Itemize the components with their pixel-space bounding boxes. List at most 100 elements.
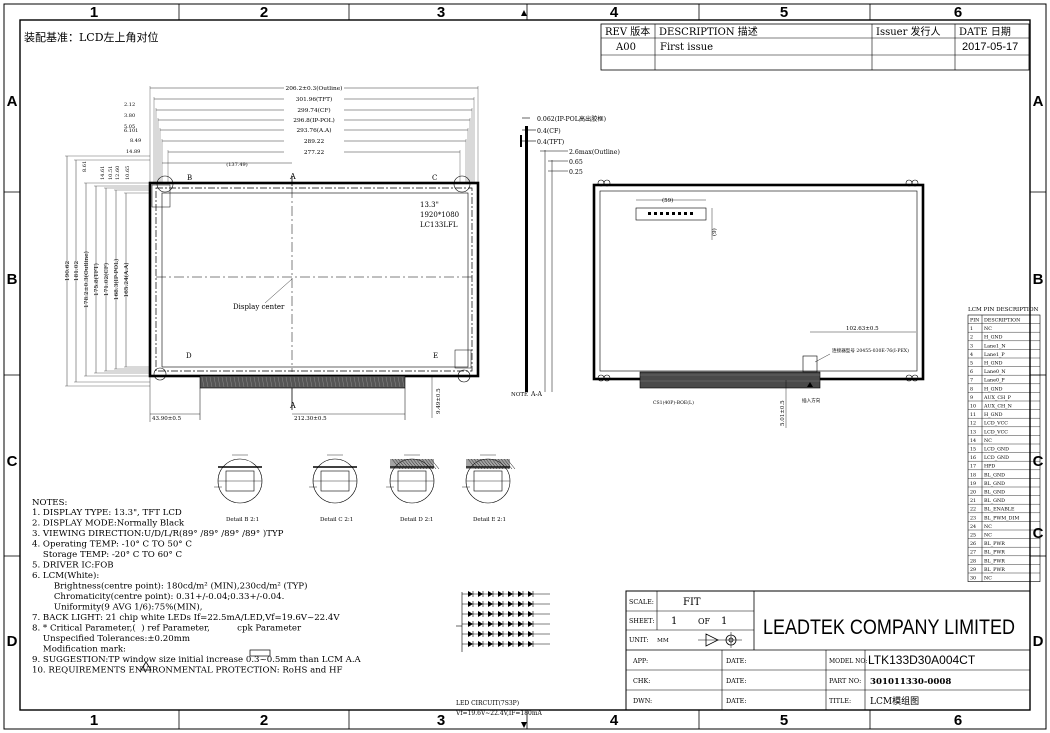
pin-number: 3: [970, 343, 973, 349]
front-width-dim: 299.74(CF): [297, 107, 330, 114]
note-line: Unspecified Tolerances:±0.20mm: [32, 634, 190, 644]
pin-description: BL_GND: [984, 498, 1005, 504]
pin-number: 18: [970, 472, 976, 478]
scale-value: FIT: [683, 597, 701, 608]
date-label: DATE:: [726, 697, 746, 705]
date-label: DATE:: [726, 677, 746, 685]
column-marker-bottom: 5: [780, 712, 788, 729]
led-circuit: LED CIRCUIT(7S3P) Vf=19.6V~22.4V,IF=180m…: [455, 591, 550, 717]
pin-number: 23: [970, 515, 976, 521]
column-marker-bottom: 4: [610, 712, 619, 729]
pin-number: 25: [970, 533, 976, 539]
fpc-label: CS1(40P)-BOE(L): [653, 399, 694, 406]
offset-dim: 14.89: [126, 149, 140, 155]
section-a-a-label: A-A: [530, 391, 543, 398]
rev-header: REV 版本: [605, 25, 650, 38]
projection-symbol: [698, 632, 742, 648]
side-dim: 2.6max(Outline): [569, 149, 620, 156]
pin-number: 12: [970, 421, 976, 427]
column-marker-top: 3: [437, 4, 445, 21]
column-marker-bottom: 6: [954, 712, 962, 729]
column-marker-bottom: 3: [437, 712, 445, 729]
connector-model-label: 连接器型号 20455-030E-76(I-PEX): [832, 347, 909, 354]
pin-description: HPD: [984, 464, 995, 470]
side-dim: 0.25: [569, 169, 583, 176]
row-marker-left: D: [7, 633, 18, 650]
detail-marker-c: C: [432, 174, 437, 182]
detail-marker-d: D: [186, 352, 192, 360]
pin-number: 9: [970, 395, 973, 401]
pin-description: AUX_CH_N: [983, 404, 1012, 410]
note-line: 9. SUGGESTION:TP window size initial inc…: [32, 655, 362, 665]
pin-description: BL_GND: [984, 472, 1005, 478]
pin-number: 19: [970, 481, 976, 487]
description-value: First issue: [660, 42, 713, 53]
pin-table-header: DESCRIPTION: [984, 318, 1020, 324]
pin-description: Lane0_P: [984, 378, 1005, 384]
pin-number: 14: [970, 438, 976, 444]
detail-marker-e: E: [433, 352, 438, 360]
title-label: TITLE:: [829, 697, 851, 705]
pin-number: 22: [970, 507, 976, 513]
pin-description: BL_PWM_DIM: [984, 515, 1019, 521]
scale-label: SCALE:: [629, 598, 654, 606]
detail-d-caption: Detail D 2:1: [400, 517, 433, 523]
title-value: LCM模组图: [870, 695, 919, 707]
pin-table-header: PIN: [970, 318, 979, 324]
note-line: 7. BACK LIGHT: 21 chip white LEDs If=22.…: [32, 613, 340, 623]
pin-description: NC: [984, 524, 992, 530]
led-circuit-spec: Vf=19.6V~22.4V,IF=180mA: [455, 710, 543, 717]
row-marker-right: C: [1033, 525, 1044, 542]
pin-description: Lane1_N: [984, 343, 1006, 349]
pin-description: H_GND: [984, 335, 1003, 341]
drawing-frame: 1 2 3 4 5 6 1 2 3 4 5 6 A B C D A B C D …: [3, 3, 1047, 730]
pin-description: BL_PWR: [984, 550, 1005, 556]
pin-number: 1: [970, 326, 973, 332]
note-line: 4. Operating TEMP: -10° C TO 50° C: [32, 540, 192, 550]
sheet-label: SHEET:: [629, 617, 654, 625]
date-label: DATE:: [726, 657, 746, 665]
pin-number: 15: [970, 447, 976, 453]
pin-description: BL_PWR: [984, 558, 1005, 564]
top-offset-dim: 10.51: [108, 166, 114, 180]
row-marker-right: B: [1033, 271, 1044, 288]
assembly-reference-note: 装配基准：LCD左上角对位: [24, 30, 159, 44]
pin-description: NC: [984, 326, 992, 332]
back-dim-side: (9): [711, 228, 718, 236]
row-marker-left: A: [7, 93, 18, 110]
pin-number: 28: [970, 558, 976, 564]
section-marker-a-bottom: A: [289, 401, 296, 410]
back-view: (59) (9) 102.63±0.5 连接器型号 20455-030E-76(…: [592, 179, 925, 428]
detail-e-caption: Detail E 2:1: [473, 517, 506, 523]
bottom-dim-center: 212.30±0.5: [294, 416, 327, 422]
pin-number: 4: [970, 352, 973, 358]
front-height-dim: 178.2±0.3(Outline): [83, 251, 90, 308]
detail-b-caption: Detail B 2:1: [226, 517, 259, 523]
offset-dim: 6.101: [124, 128, 138, 134]
pin-description: NC: [984, 533, 992, 539]
revision-table: REV 版本 DESCRIPTION 描述 Issuer 发行人 DATE 日期…: [600, 23, 1030, 71]
note-line: 2. DISPLAY MODE:Normally Black: [32, 519, 185, 529]
column-marker-top: 2: [260, 4, 268, 21]
unit-value: MM: [657, 638, 669, 644]
column-marker-top: 1: [90, 4, 98, 21]
notes-block: NOTES: 1. DISPLAY TYPE: 13.3", TFT LCD2.…: [32, 498, 362, 676]
panel-size-label: 13.3": [420, 201, 439, 209]
part-value: 301011330-0008: [870, 677, 951, 687]
row-marker-left: C: [7, 453, 18, 470]
top-offset-dim: 14.61: [100, 166, 106, 180]
pin-description: H_GND: [984, 361, 1003, 367]
pin-number: 20: [970, 490, 976, 496]
pin-number: 13: [970, 429, 976, 435]
front-height-dim: 175.8(TFT): [93, 263, 100, 296]
pin-number: 6: [970, 369, 973, 375]
issuer-header: Issuer 发行人: [876, 25, 941, 38]
sheet-total: 1: [721, 616, 727, 627]
pin-number: 2: [970, 335, 973, 341]
section-prefix: NOTE: [511, 392, 528, 398]
column-marker-bottom: 2: [260, 712, 268, 729]
detail-marker-b: B: [187, 174, 192, 182]
side-dim: 0.062(IP-POL高出胶框): [537, 115, 606, 123]
front-height-dim: 181.02: [74, 261, 80, 282]
side-dim: 0.4(TFT): [537, 139, 564, 146]
